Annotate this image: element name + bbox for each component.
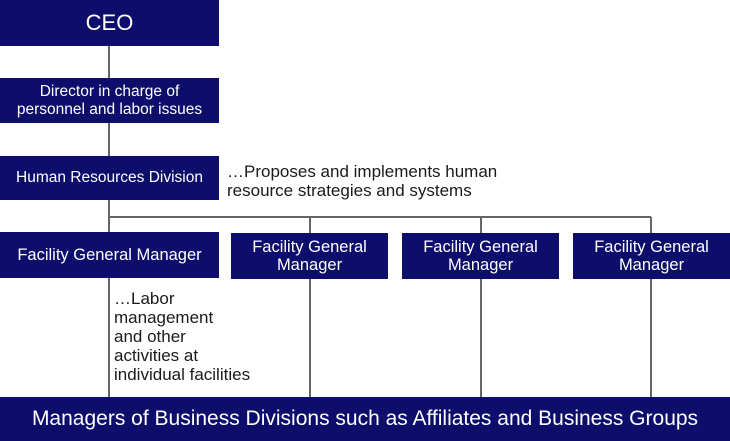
hr-division-label: Human Resources Division xyxy=(16,169,203,187)
facility-gm-box-3: Facility General Manager xyxy=(402,233,559,279)
hr-division-box: Human Resources Division xyxy=(0,156,219,200)
facility-gm-label-4: Facility General Manager xyxy=(594,237,709,274)
facility-gm-note: …Labor management and other activities a… xyxy=(114,289,251,385)
facility-gm-label-3: Facility General Manager xyxy=(423,237,538,274)
director-box: Director in charge of personnel and labo… xyxy=(0,78,219,123)
business-managers-box: Managers of Business Divisions such as A… xyxy=(0,397,730,441)
hr-division-note: …Proposes and implements human resource … xyxy=(227,162,498,201)
ceo-label: CEO xyxy=(85,9,134,35)
facility-gm-label-2: Facility General Manager xyxy=(252,237,367,274)
ceo-box: CEO xyxy=(0,0,219,46)
business-managers-label: Managers of Business Divisions such as A… xyxy=(31,407,699,431)
director-label: Director in charge of personnel and labo… xyxy=(16,83,203,118)
facility-gm-box-2: Facility General Manager xyxy=(231,233,388,279)
facility-gm-box-4: Facility General Manager xyxy=(573,233,730,279)
facility-gm-box-1: Facility General Manager xyxy=(0,232,219,278)
facility-gm-label-1: Facility General Manager xyxy=(17,245,202,264)
